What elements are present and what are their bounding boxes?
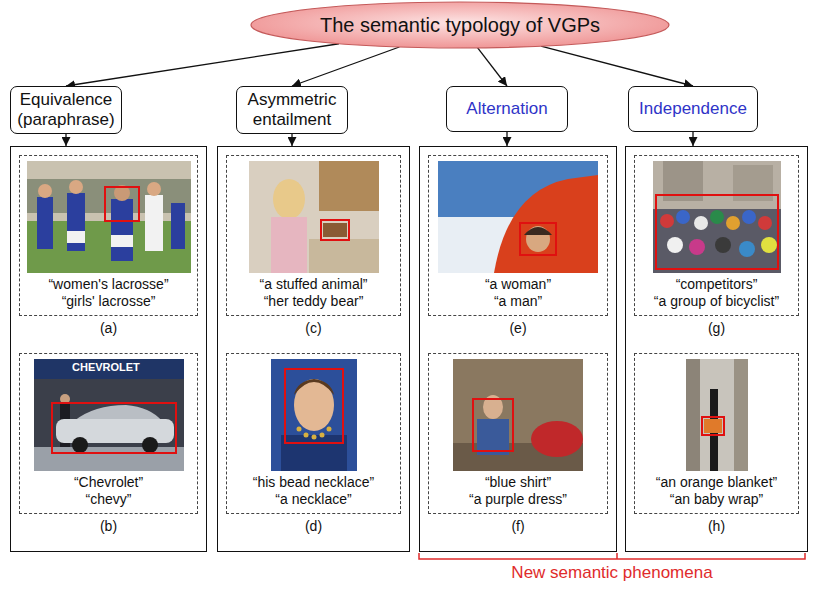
- phrase-text: “women's lacrosse”: [24, 276, 193, 293]
- photo-slot: [34, 359, 184, 471]
- category-label: Independence: [639, 99, 747, 119]
- category-label: Equivalence (paraphrase): [17, 90, 115, 130]
- connector-arrow: [291, 134, 292, 146]
- dashed-frame: “a woman”“a man”: [428, 155, 608, 316]
- photo-slot: [438, 161, 598, 273]
- dashed-frame: “his bead necklace”“a necklace”: [226, 353, 401, 514]
- connector-arrow: [292, 47, 399, 86]
- example-box: “blue shirt”“a purple dress” (f): [428, 353, 608, 535]
- phrase-text: “blue shirt”: [433, 474, 603, 491]
- photo: [438, 161, 598, 273]
- group-caption: New semantic phenomena: [511, 563, 712, 583]
- example-panel: “a stuffed animal”“her teddy bear” (c) “hi…: [217, 146, 410, 552]
- example-box: “Chevrolet”“chevy” (b): [19, 353, 198, 535]
- category-box: Independence: [628, 86, 758, 132]
- phrase-text: “chevy”: [24, 491, 193, 508]
- example-box: “an orange blanket”“an baby wrap” (h): [634, 353, 799, 535]
- photo-slot: [249, 161, 379, 273]
- photo: [249, 161, 379, 273]
- example-letter: (g): [634, 319, 799, 337]
- category-label: Alternation: [466, 99, 547, 119]
- phrase-text: “an orange blanket”: [639, 474, 794, 491]
- photo: [34, 359, 184, 471]
- phrase-text: “a necklace”: [231, 491, 396, 508]
- example-letter: (f): [428, 517, 608, 535]
- example-letter: (h): [634, 517, 799, 535]
- example-box: “a woman”“a man” (e): [428, 155, 608, 337]
- phrase-text: “a purple dress”: [433, 491, 603, 508]
- example-box: “women's lacrosse”“girls' lacrosse” (a): [19, 155, 198, 337]
- photo: [686, 359, 748, 471]
- phrase-text: “a stuffed animal”: [231, 276, 396, 293]
- photo-slot: [653, 161, 781, 273]
- connector-arrow: [541, 46, 693, 86]
- category-label: Asymmetric entailment: [243, 90, 341, 130]
- photo: [27, 161, 191, 273]
- phrase-text: “an baby wrap”: [639, 491, 794, 508]
- dashed-frame: “women's lacrosse”“girls' lacrosse”: [19, 155, 198, 316]
- phrase-text: “competitors”: [639, 276, 794, 293]
- example-letter: (b): [19, 517, 198, 535]
- example-panel: “a woman”“a man” (e) “blue shirt”“a purple…: [419, 146, 617, 552]
- phrase-text: “a man”: [433, 293, 603, 310]
- dashed-frame: “an orange blanket”“an baby wrap”: [634, 353, 799, 514]
- connector-arrow: [478, 48, 507, 86]
- photo: [271, 359, 357, 471]
- dashed-frame: “blue shirt”“a purple dress”: [428, 353, 608, 514]
- sign-text: CHEVROLET: [72, 361, 140, 373]
- example-panel: “competitors”“a group of bicyclist” (g) “a…: [625, 146, 808, 552]
- example-box: “his bead necklace”“a necklace” (d): [226, 353, 401, 535]
- phrase-text: “a woman”: [433, 276, 603, 293]
- connector-arrow: [65, 134, 66, 146]
- connector-arrow: [66, 44, 339, 86]
- phrase-text: “Chevrolet”: [24, 474, 193, 491]
- dashed-frame: “a stuffed animal”“her teddy bear”: [226, 155, 401, 316]
- connector-arrow: [506, 132, 507, 146]
- photo: [653, 161, 781, 273]
- example-box: “a stuffed animal”“her teddy bear” (c): [226, 155, 401, 337]
- example-letter: (d): [226, 517, 401, 535]
- photo: [453, 359, 583, 471]
- title-text: The semantic typology of VGPs: [320, 14, 600, 37]
- photo-slot: [453, 359, 583, 471]
- category-box: Asymmetric entailment: [236, 86, 348, 134]
- phrase-text: “girls' lacrosse”: [24, 293, 193, 310]
- example-letter: (a): [19, 319, 198, 337]
- example-box: “competitors”“a group of bicyclist” (g): [634, 155, 799, 337]
- category-box: Alternation: [446, 86, 568, 132]
- phrase-text: “his bead necklace”: [231, 474, 396, 491]
- phrase-text: “a group of bicyclist”: [639, 293, 794, 310]
- title-ellipse: The semantic typology of VGPs: [250, 1, 670, 49]
- dashed-frame: “competitors”“a group of bicyclist”: [634, 155, 799, 316]
- photo-slot: [271, 359, 357, 471]
- phrase-text: “her teddy bear”: [231, 293, 396, 310]
- connector-arrow: [692, 132, 693, 146]
- dashed-frame: “Chevrolet”“chevy”: [19, 353, 198, 514]
- photo-slot: [686, 359, 748, 471]
- example-letter: (c): [226, 319, 401, 337]
- example-letter: (e): [428, 319, 608, 337]
- category-box: Equivalence (paraphrase): [10, 86, 122, 134]
- example-panel: “women's lacrosse”“girls' lacrosse” (a) “C…: [10, 146, 207, 552]
- photo-slot: [27, 161, 191, 273]
